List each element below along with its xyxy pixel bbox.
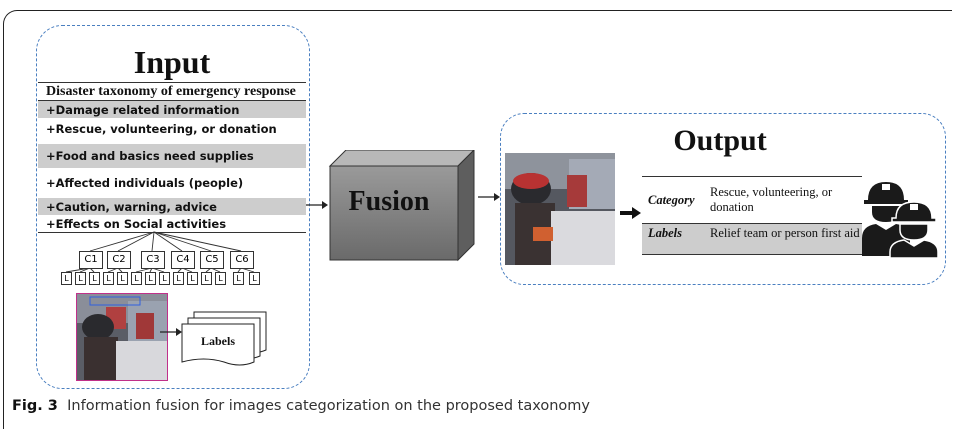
- taxonomy-item: +Rescue, volunteering, or donation: [46, 122, 277, 136]
- input-photo: [76, 293, 168, 381]
- taxonomy-item: +Caution, warning, advice: [38, 198, 306, 215]
- fusion-block: [328, 150, 475, 262]
- output-row-labels: Labels Relief team or person first aid: [642, 223, 862, 255]
- arrow-right-icon: [478, 193, 500, 201]
- leaf-node: L: [145, 272, 156, 285]
- leaf-node: L: [215, 272, 226, 285]
- output-row-category: Category Rescue, volunteering, or donati…: [642, 176, 862, 223]
- output-value: Relief team or person first aid: [710, 226, 860, 240]
- firefighter-icon: [862, 182, 939, 258]
- output-photo: [505, 153, 615, 265]
- arrow-right-icon: [306, 201, 328, 209]
- labels-document-icon: [181, 311, 267, 366]
- leaf-node: L: [201, 272, 212, 285]
- figure-number: Fig. 3: [12, 398, 58, 414]
- arrow-right-icon: [160, 328, 182, 336]
- output-key: Labels: [648, 226, 683, 240]
- class-node-c1: C1: [79, 251, 103, 269]
- class-node-c6: C6: [230, 251, 254, 269]
- leaf-node: L: [131, 272, 142, 285]
- leaf-node: L: [173, 272, 184, 285]
- output-table: Category Rescue, volunteering, or donati…: [642, 176, 862, 255]
- leaf-node: L: [89, 272, 100, 285]
- leaf-node: L: [249, 272, 260, 285]
- leaf-node: L: [75, 272, 86, 285]
- class-node-c5: C5: [200, 251, 224, 269]
- output-title: Output: [673, 124, 767, 157]
- labels-doc-text: Labels: [200, 334, 235, 348]
- figure-frame: [3, 10, 952, 429]
- taxonomy-list: Disaster taxonomy of emergency response …: [38, 82, 306, 233]
- taxonomy-item: +Food and basics need supplies: [38, 144, 306, 168]
- leaf-node: L: [159, 272, 170, 285]
- output-key: Category: [648, 192, 695, 207]
- input-panel: [36, 25, 310, 389]
- taxonomy-item: +Effects on Social activities: [46, 216, 227, 231]
- output-panel: [500, 113, 946, 285]
- class-node-c3: C3: [141, 251, 165, 269]
- figure-caption-text: Information fusion for images categoriza…: [67, 398, 591, 414]
- fusion-label: Fusion: [348, 186, 430, 217]
- leaf-node: L: [117, 272, 128, 285]
- class-node-c2: C2: [107, 251, 131, 269]
- output-value: Rescue, volunteering, or donation: [710, 185, 833, 214]
- taxonomy-divider: [38, 232, 306, 233]
- leaf-node: L: [233, 272, 244, 285]
- leaf-node: L: [61, 272, 72, 285]
- leaf-node: L: [187, 272, 198, 285]
- class-node-c4: C4: [171, 251, 195, 269]
- taxonomy-item: +Affected individuals (people): [46, 176, 244, 190]
- input-title: Input: [133, 44, 211, 80]
- taxonomy-item: +Damage related information: [38, 101, 306, 118]
- leaf-node: L: [103, 272, 114, 285]
- figure-caption: Fig. 3 Information fusion for images cat…: [12, 398, 590, 414]
- bold-arrow-right-icon: [620, 207, 641, 219]
- taxonomy-header: Disaster taxonomy of emergency response: [38, 82, 306, 101]
